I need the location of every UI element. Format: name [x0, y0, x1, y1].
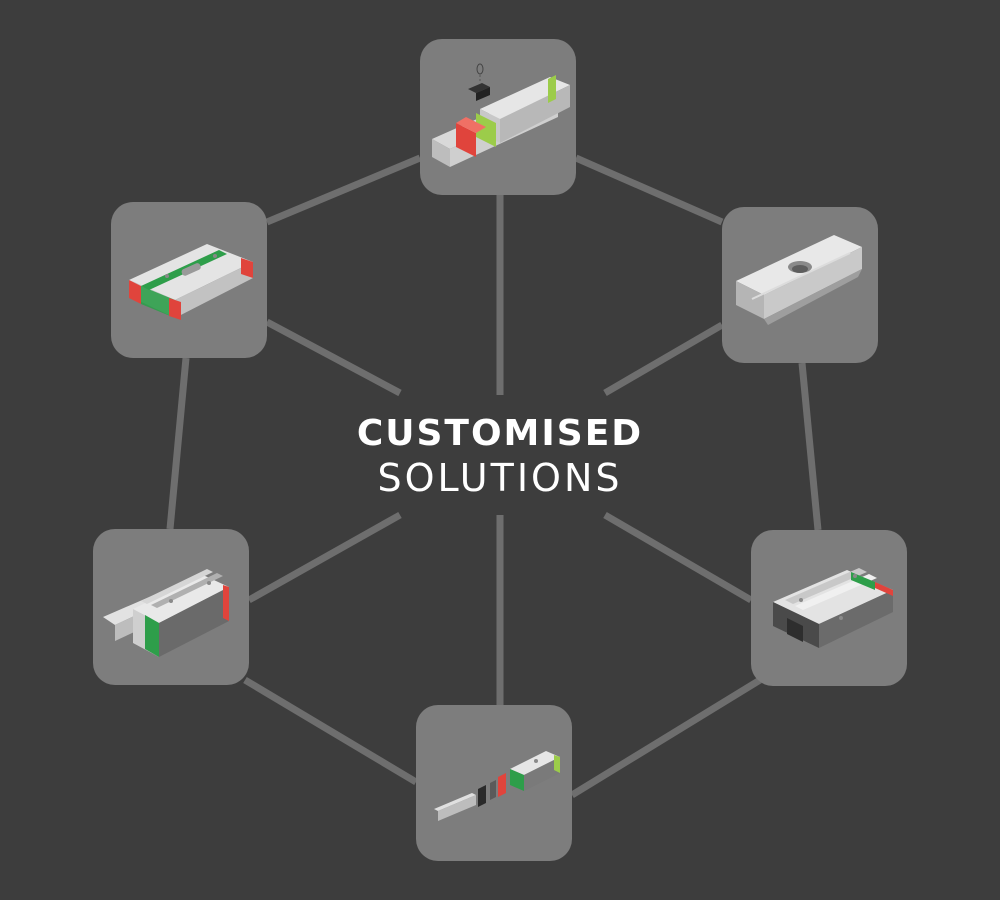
spoke-upper-right — [603, 321, 724, 397]
link-upperleft-top — [265, 154, 422, 226]
linear-block-red-end-cap-icon — [129, 244, 253, 320]
product-tile-upper-left[interactable] — [111, 202, 267, 358]
link-upperright-lowerright — [798, 362, 822, 531]
title-line-1: CUSTOMISED — [356, 413, 644, 454]
spoke-lower-right — [603, 511, 753, 604]
linear-rail-section-icon — [736, 235, 862, 325]
spoke-lower-left — [247, 511, 402, 604]
title-line-2: SOLUTIONS — [377, 456, 623, 500]
linear-block-on-rail-icon — [103, 569, 229, 657]
link-top-upperright — [574, 154, 724, 226]
product-tile-bottom[interactable] — [416, 705, 572, 861]
product-tile-lower-left[interactable] — [93, 529, 249, 685]
diagram-title: CUSTOMISED SOLUTIONS — [330, 412, 670, 500]
link-bottom-lowerleft — [243, 676, 418, 786]
flange-carriage-block-icon — [773, 568, 893, 648]
link-lowerright-bottom — [570, 677, 762, 798]
product-tile-top[interactable] — [420, 39, 576, 195]
product-tile-lower-right[interactable] — [751, 530, 907, 686]
product-tile-upper-right[interactable] — [722, 207, 878, 363]
linear-guide-assembly-exploded-icon — [434, 751, 560, 821]
linear-guide-exploded-seal-icon — [432, 63, 570, 167]
spoke-upper-left — [265, 318, 402, 397]
link-lowerleft-upperleft — [166, 357, 190, 530]
